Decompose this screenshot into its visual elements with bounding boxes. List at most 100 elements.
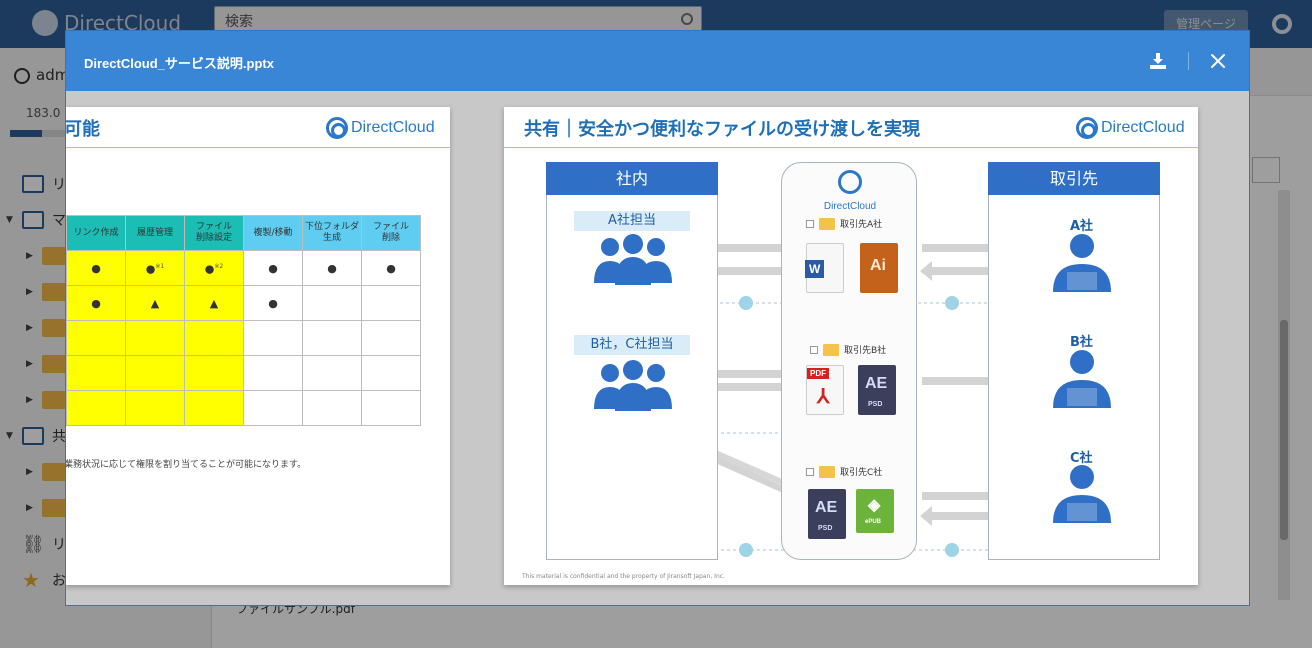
table-cell xyxy=(302,355,362,391)
company-label-b: B社 xyxy=(1070,335,1093,350)
tree-item[interactable]: ▶ xyxy=(0,238,212,274)
user-icon xyxy=(14,67,30,84)
table-row xyxy=(66,390,421,426)
table-cell xyxy=(243,355,303,391)
tree-item-label: お xyxy=(52,573,66,589)
tree-item[interactable]: ⛓ リ xyxy=(0,526,212,562)
chevron-right-icon[interactable]: ▶ xyxy=(26,359,33,369)
chevron-down-icon[interactable]: ▼ xyxy=(6,215,13,225)
cloud-logo-icon xyxy=(326,117,348,139)
shared-folder-icon xyxy=(22,427,44,445)
folder-item-b: 取引先B社 xyxy=(810,343,886,356)
table-cell xyxy=(184,320,244,356)
tree-item[interactable]: ▼ 共 xyxy=(0,418,212,454)
checkbox-icon xyxy=(806,467,814,476)
table-header: ファイル 削除 xyxy=(361,215,421,251)
partner-user-icon xyxy=(1053,234,1111,292)
file-subtype-label: PSD xyxy=(868,401,883,408)
tree-item[interactable]: ▶ xyxy=(0,382,212,418)
table-cell xyxy=(66,320,126,356)
slide-sharing: 共有｜安全かつ便利なファイルの受け渡しを実現 DirectCloud xyxy=(504,107,1198,585)
table-header: 複製/移動 xyxy=(243,215,303,251)
tree-item[interactable]: ★ お xyxy=(0,562,212,598)
file-type-label: AE xyxy=(865,375,888,392)
close-button[interactable] xyxy=(1208,51,1228,71)
sidebar-user-name: adm xyxy=(36,66,70,84)
folder-label: 取引先C社 xyxy=(840,468,883,478)
slide-viewer[interactable]: 可能 DirectCloud リンク作成 履歴管理 ファイル 削除設定 複製/移… xyxy=(66,91,1249,605)
table-cell xyxy=(302,390,362,426)
psd-file-icon: AE PSD xyxy=(808,489,846,539)
tree-item-label: マ xyxy=(52,213,66,229)
chevron-right-icon[interactable]: ▶ xyxy=(26,323,33,333)
header-divider xyxy=(1188,52,1189,70)
table-cell: ▲ xyxy=(125,285,185,321)
tree-item[interactable]: ▶ xyxy=(0,454,212,490)
table-cell xyxy=(243,390,303,426)
footnote-mark: ※1 xyxy=(155,263,165,271)
table-cell xyxy=(125,320,185,356)
sidebar-user[interactable]: adm xyxy=(14,66,69,84)
chevron-right-icon[interactable]: ▶ xyxy=(26,467,33,477)
epub-file-icon: ◈ ePUB xyxy=(856,489,894,533)
download-icon xyxy=(1150,53,1166,69)
checkbox-icon xyxy=(806,219,814,228)
tree-item-label: リ xyxy=(52,537,66,553)
title-rule xyxy=(66,147,450,148)
slide-note: 業務状況に応じて権限を割り当てることが可能になります。 xyxy=(66,460,307,470)
table-cell: ●※1 xyxy=(125,250,185,286)
table-cell xyxy=(125,355,185,391)
tree-item[interactable]: ▶ xyxy=(0,274,212,310)
table-cell xyxy=(125,390,185,426)
tree-item[interactable]: ▼ マ xyxy=(0,202,212,238)
file-type-label: AE xyxy=(815,499,838,516)
partner-user-icon xyxy=(1053,465,1111,523)
cloud-logo-icon xyxy=(838,170,862,194)
folder-icon xyxy=(22,211,44,229)
permission-table: リンク作成 履歴管理 ファイル 削除設定 複製/移動 下位フォルダ 生成 ファイ… xyxy=(66,215,421,426)
folder-icon xyxy=(42,283,66,301)
pdf-file-icon: PDF ⅄ xyxy=(806,365,844,415)
chevron-right-icon[interactable]: ▶ xyxy=(26,395,33,405)
search-placeholder: 検索 xyxy=(225,14,253,30)
tree-item[interactable]: ▶ xyxy=(0,310,212,346)
cell-mark: ● xyxy=(204,262,215,276)
table-cell xyxy=(184,390,244,426)
folder-icon xyxy=(42,319,66,337)
directcloud-column xyxy=(781,162,917,560)
folder-icon xyxy=(42,499,66,517)
acrobat-icon: ⅄ xyxy=(817,386,830,408)
file-type-label: ePUB xyxy=(865,519,882,525)
chevron-right-icon[interactable]: ▶ xyxy=(26,251,33,261)
company-label-a: A社 xyxy=(1070,219,1094,234)
search-icon[interactable] xyxy=(681,13,693,25)
slide-title: 共有｜安全かつ便利なファイルの受け渡しを実現 xyxy=(524,119,920,140)
sort-button[interactable] xyxy=(1252,157,1280,183)
tree-item[interactable]: ▶ xyxy=(0,346,212,382)
folder-item-c: 取引先C社 xyxy=(806,465,882,478)
partner-user-icon xyxy=(1053,350,1111,408)
chevron-right-icon[interactable]: ▶ xyxy=(26,287,33,297)
star-icon: ★ xyxy=(22,568,40,592)
word-file-icon: W xyxy=(805,243,844,293)
modal-header: DirectCloud_サービス説明.pptx xyxy=(66,31,1249,91)
folder-icon xyxy=(42,391,66,409)
slide-title: 可能 xyxy=(66,119,100,140)
table-cell: ● xyxy=(243,285,303,321)
table-row xyxy=(66,355,421,391)
table-cell: ● xyxy=(361,250,421,286)
folder-icon xyxy=(42,247,66,265)
storage-usage: 183.0 xyxy=(26,106,61,120)
scrollbar[interactable] xyxy=(1278,190,1290,600)
tree-item[interactable]: ▶ xyxy=(0,490,212,526)
title-rule xyxy=(504,147,1198,148)
download-button[interactable] xyxy=(1148,51,1168,71)
group-label-bc: B社，C社担当 xyxy=(574,335,690,355)
file-type-label: W xyxy=(805,260,825,278)
gear-icon[interactable] xyxy=(1272,14,1292,34)
epub-mark-icon: ◈ xyxy=(868,497,881,514)
chevron-right-icon[interactable]: ▶ xyxy=(26,503,33,513)
users-group-icon xyxy=(594,360,672,411)
chevron-down-icon[interactable]: ▼ xyxy=(6,431,13,441)
tree-item[interactable]: リ xyxy=(0,166,212,202)
